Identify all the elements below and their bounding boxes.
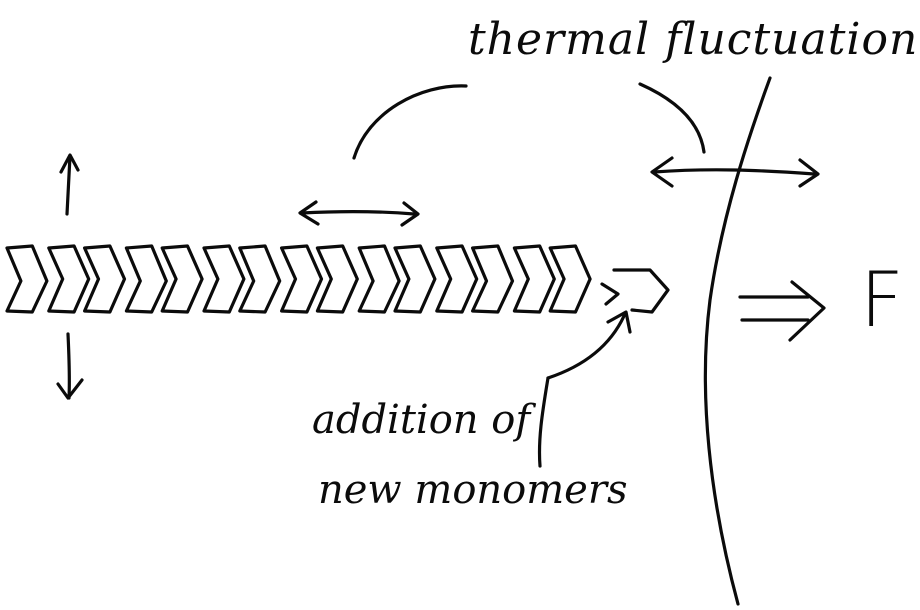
monomer (550, 246, 590, 312)
monomer (49, 246, 89, 312)
actin-filament (7, 246, 590, 312)
implies-arrow (740, 282, 824, 340)
monomer (514, 246, 554, 312)
membrane-line (705, 78, 770, 604)
monomer (85, 246, 125, 312)
monomer (240, 246, 280, 312)
monomer-fluctuation-arrow (300, 202, 418, 225)
thermal-fluctuation-pointer-right (640, 84, 704, 152)
vertical-fluctuation-down-arrow (58, 334, 82, 398)
monomer (359, 246, 399, 312)
monomer (162, 246, 202, 312)
new-monomer (602, 270, 668, 312)
addition-pointer (539, 312, 630, 466)
addition-label-line1: addition of (312, 400, 530, 440)
monomer (282, 246, 322, 312)
monomer (7, 246, 47, 312)
monomer (126, 246, 166, 312)
thermal-fluctuation-label: thermal fluctuation (468, 18, 918, 62)
monomer (473, 246, 513, 312)
thermal-fluctuation-pointer-left (354, 86, 466, 158)
force-label: F (860, 262, 904, 338)
vertical-fluctuation-up-arrow (61, 155, 78, 214)
addition-label-line2: new monomers (318, 470, 628, 510)
monomer (437, 246, 477, 312)
monomer (395, 246, 435, 312)
monomer (317, 246, 357, 312)
monomer (204, 246, 244, 312)
